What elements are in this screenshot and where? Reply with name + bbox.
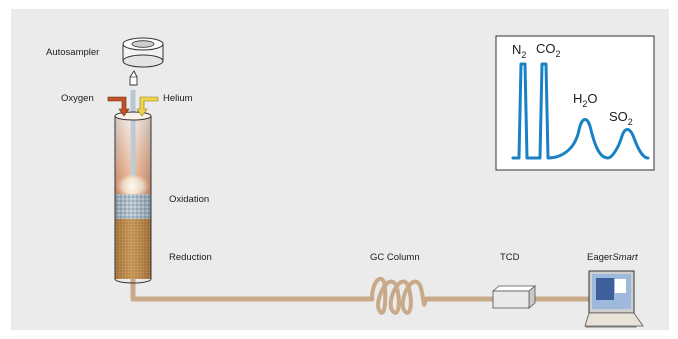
tcd-detector (491, 285, 537, 309)
peak-label-so2: SO2 (609, 109, 633, 127)
gas-line (130, 277, 592, 302)
peak-label-h2o: H2O (573, 91, 598, 109)
gc-column-label: GC Column (370, 252, 420, 263)
reactor-tube (114, 90, 152, 284)
peak-label-co2: CO2 (536, 41, 561, 59)
oxygen-arrow (107, 96, 130, 117)
eagersmart-label-prefix: Eager (587, 252, 613, 263)
autosampler (122, 37, 164, 68)
laptop-computer (584, 270, 644, 328)
tcd-label: TCD (500, 252, 520, 263)
helium-arrow (136, 96, 159, 117)
chromatogram-trace (511, 62, 650, 160)
eagersmart-label: EagerSmart (587, 253, 638, 263)
peak-label-n2: N2 (512, 42, 526, 60)
oxygen-label: Oxygen (61, 93, 94, 104)
reduction-label: Reduction (169, 252, 212, 263)
oxidation-label: Oxidation (169, 194, 210, 205)
sample-capsule (129, 70, 138, 86)
autosampler-label: Autosampler (46, 47, 100, 58)
eagersmart-label-suffix: Smart (612, 252, 638, 263)
gc-column-coil (370, 276, 428, 315)
chromatogram-frame (495, 35, 655, 171)
helium-label: Helium (163, 93, 193, 104)
